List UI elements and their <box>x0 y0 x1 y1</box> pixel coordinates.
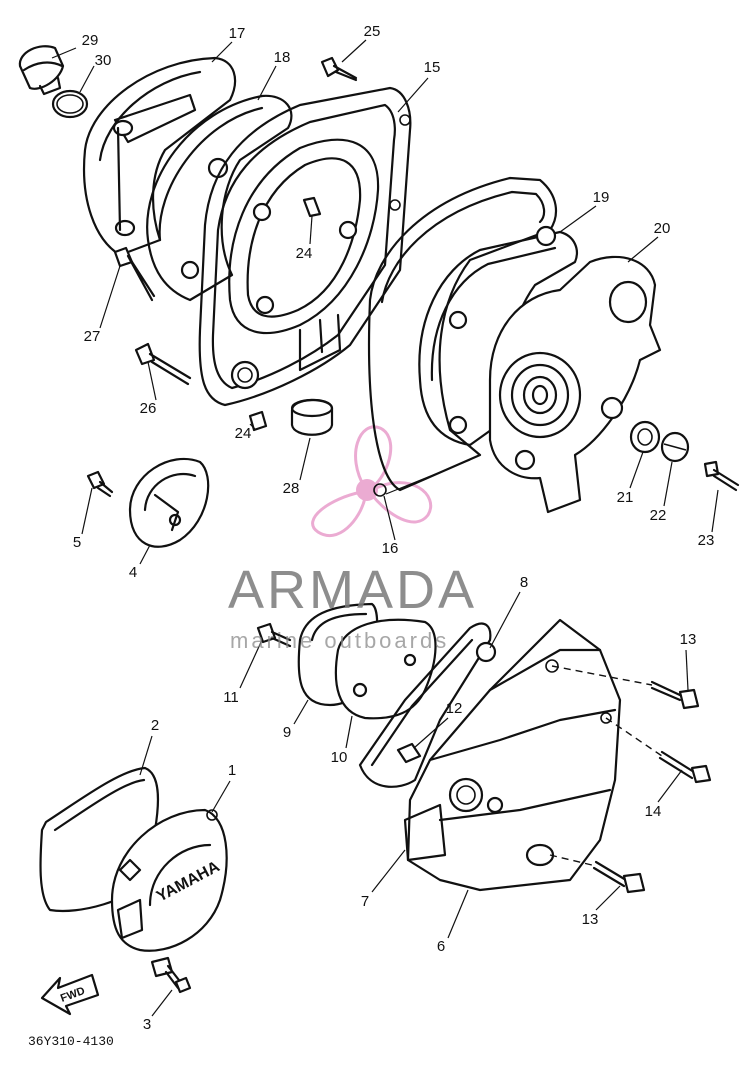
callout-c10: 10 <box>331 749 348 766</box>
leader-lines <box>51 39 719 1017</box>
part-bolt-14 <box>658 750 712 784</box>
callout-c19: 19 <box>593 189 610 206</box>
watermark-propeller-icon <box>311 425 433 537</box>
callout-c18: 18 <box>274 49 291 66</box>
callout-c30: 30 <box>95 52 112 69</box>
callout-c22: 22 <box>650 507 667 524</box>
part-sender-3 <box>150 956 192 994</box>
watermark-title: ARMADA <box>228 560 477 620</box>
watermark-subtitle: marine outboards <box>230 628 449 653</box>
part-dowel-12 <box>396 742 422 764</box>
part-seal-21 <box>629 420 661 454</box>
part-gasket-19 <box>418 225 578 447</box>
callout-c2: 2 <box>151 717 159 734</box>
callout-c12: 12 <box>446 700 463 717</box>
alignment-line-13b <box>549 854 597 867</box>
part-case-cover-6 <box>403 618 622 892</box>
drawing-code: 36Y310-4130 <box>28 1034 114 1049</box>
part-bolt-11 <box>256 622 292 648</box>
callout-c1: 1 <box>228 762 236 779</box>
part-gasket-18 <box>146 94 293 302</box>
callout-c7: 7 <box>361 893 369 910</box>
callout-c11: 11 <box>223 689 239 706</box>
callout-c26: 26 <box>140 400 157 417</box>
callout-c9: 9 <box>283 724 291 741</box>
part-plug-22 <box>660 431 690 463</box>
callout-c24b: 24 <box>235 425 252 442</box>
callout-c4: 4 <box>129 564 137 581</box>
part-plug-28 <box>290 398 334 436</box>
alignment-line-13a <box>551 665 653 686</box>
callout-c8: 8 <box>520 574 528 591</box>
part-bolt-23 <box>703 460 740 492</box>
part-pickup-cover <box>83 56 237 257</box>
callout-c21: 21 <box>617 489 634 506</box>
part-dowel-24b <box>248 410 268 432</box>
callout-c3: 3 <box>143 1016 151 1033</box>
part-bolt-13b <box>592 860 646 894</box>
callout-c16: 16 <box>382 540 399 557</box>
callout-c20: 20 <box>654 220 671 237</box>
callout-c23: 23 <box>698 532 715 549</box>
part-crankcase-cover-15 <box>198 86 412 407</box>
callout-c5: 5 <box>73 534 81 551</box>
callout-c15: 15 <box>424 59 441 76</box>
callout-c27: 27 <box>84 328 101 345</box>
callout-c6: 6 <box>437 938 445 955</box>
part-bolt-25 <box>320 56 358 82</box>
part-dowel-24a <box>302 196 322 218</box>
fwd-direction-arrow-icon <box>40 973 100 1016</box>
part-bolt-5 <box>86 470 114 498</box>
callout-c13a: 13 <box>680 631 697 648</box>
callout-c17: 17 <box>229 25 246 42</box>
callout-c28: 28 <box>283 480 300 497</box>
part-gasket-16 <box>367 176 558 497</box>
callout-labels: 2930171825152419202726242854162122238131… <box>73 23 715 1033</box>
part-oil-filler-cap <box>18 45 89 119</box>
callout-c29: 29 <box>82 32 99 49</box>
part-bolt-27 <box>113 246 156 302</box>
part-generator-cover-1 <box>110 808 228 952</box>
part-cover-plate-20 <box>488 255 662 514</box>
part-rotor-4 <box>128 457 210 548</box>
callout-c24a: 24 <box>296 245 313 262</box>
callout-c14: 14 <box>645 803 662 820</box>
callout-c13b: 13 <box>582 911 599 928</box>
part-bolt-26 <box>134 342 192 386</box>
part-bolt-13a <box>650 680 700 710</box>
callout-c25: 25 <box>364 23 381 40</box>
